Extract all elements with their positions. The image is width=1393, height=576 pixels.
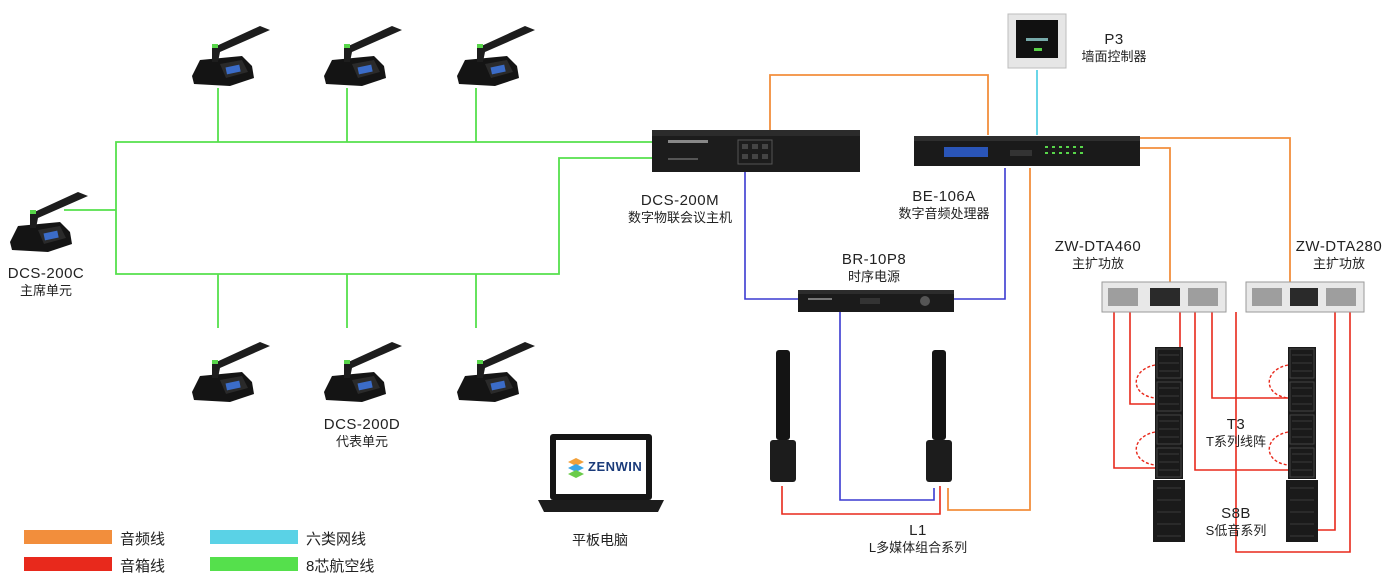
power-sequencer-device [798,290,954,312]
host-model: DCS-200M [640,192,720,209]
l1-model: L1 [909,522,927,539]
s8b-label: S8B S低音系列 [1206,505,1267,539]
l1-label: L1 L多媒体组合系列 [869,522,967,556]
audio-processor-device [914,136,1140,166]
delegate-unit-5 [324,342,402,402]
amp460-desc: 主扩功放 [1071,256,1124,271]
l1-desc: L多媒体组合系列 [868,540,968,555]
legend-swatch-speaker [24,557,112,571]
legend-label-cat6: 六类网线 [306,531,367,548]
processor-desc: 数字音频处理器 [898,206,990,221]
tablet-logo-text: ZENWIN [588,459,643,474]
aviation-cable-network [64,88,655,328]
processor-model: BE-106A [912,188,976,205]
delegate-unit-2 [324,26,402,86]
delegate-label: DCS-200D 代表单元 [324,416,401,450]
delegate-unit-4 [192,342,270,402]
tablet-device [538,434,664,512]
wall-controller-device [1007,13,1067,69]
delegate-unit-1 [192,26,270,86]
legend-label-aviation: 8芯航空线 [306,558,375,575]
host-desc: 数字物联会议主机 [627,210,733,225]
legend-label-audio: 音频线 [120,531,166,548]
t3-label: T3 T系列线阵 [1206,416,1266,450]
amplifier-280-device [1245,281,1365,313]
t3-desc: T系列线阵 [1206,434,1266,449]
l1-speaker-right [926,350,952,482]
chairman-model: DCS-200C [7,265,85,282]
delegate-unit-6 [457,342,535,402]
legend-label-speaker: 音箱线 [120,558,166,575]
amp280-model: ZW-DTA280 [1295,238,1383,255]
wall-desc: 墙面控制器 [1081,49,1147,64]
wall-label: P3 墙面控制器 [1081,31,1146,65]
sequencer-desc: 时序电源 [847,269,900,284]
t3-model: T3 [1226,416,1246,433]
delegate-unit-3 [457,26,535,86]
control-cable-network [744,168,1006,501]
chairman-desc: 主席单元 [19,283,72,298]
legend-swatch-cat6 [210,530,298,544]
legend-swatch-aviation [210,557,298,571]
speaker-cable-network [781,312,1351,553]
legend-swatch-audio [24,530,112,544]
tablet-desc: 平板电脑 [572,532,628,548]
s8b-desc: S低音系列 [1205,523,1267,538]
host-label: DCS-200M 数字物联会议主机 [628,192,732,226]
amplifier-460-device [1101,281,1227,313]
chairman-unit [10,192,88,252]
speaker-link-jumpers [1135,364,1289,466]
s8b-sub-right [1285,479,1319,543]
s8b-model: S8B [1221,505,1251,522]
amp460-label: ZW-DTA460 主扩功放 [1055,238,1141,272]
t3-array-left [1154,346,1184,480]
amp280-label: ZW-DTA280 主扩功放 [1296,238,1382,272]
sequencer-model: BR-10P8 [841,251,907,268]
l1-speaker-left [770,350,796,482]
amp280-desc: 主扩功放 [1312,256,1365,271]
wall-model: P3 [1104,31,1124,48]
conference-host-device [652,130,860,172]
chairman-label: DCS-200C 主席单元 [8,265,85,299]
t3-array-right [1287,346,1317,480]
amp460-model: ZW-DTA460 [1054,238,1142,255]
s8b-sub-left [1152,479,1186,543]
audio-cable-network [769,74,1291,511]
delegate-model: DCS-200D [323,416,401,433]
processor-label: BE-106A 数字音频处理器 [898,188,989,222]
sequencer-label: BR-10P8 时序电源 [842,251,906,285]
tablet-label: 平板电脑 [572,532,628,549]
delegate-desc: 代表单元 [335,434,388,449]
